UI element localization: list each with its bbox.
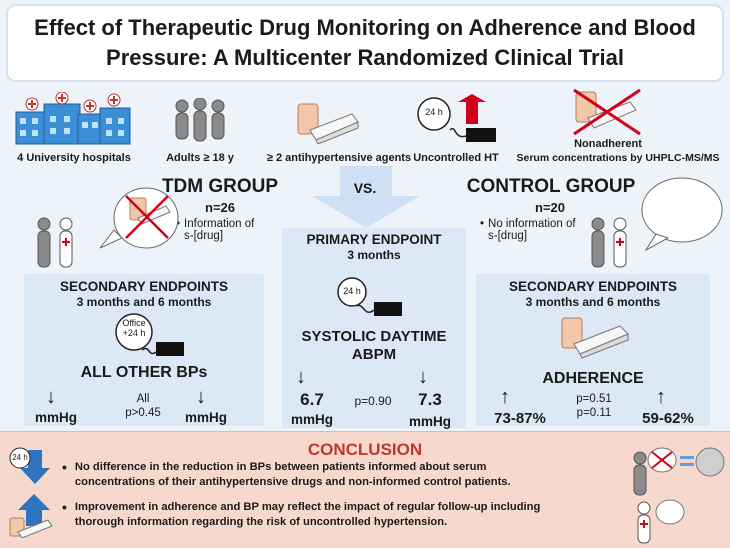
inclusion-hospitals-label: 4 University hospitals: [17, 152, 131, 164]
office-badge: Office +24 h: [114, 318, 154, 338]
tdm-measure: ALL OTHER BPs: [80, 364, 208, 381]
inclusion-nonadherent-label: Nonadherent: [574, 138, 642, 150]
bullet-glyph: •: [62, 459, 67, 475]
conclusion-panel: [0, 431, 730, 548]
conclusion-title: CONCLUSION: [307, 440, 423, 459]
inclusion-agents-label: ≥ 2 antihypertensive agents: [266, 152, 412, 164]
inclusion-uncontrolled-label: Uncontrolled HT: [413, 152, 499, 164]
crossed-pill-box-icon: [573, 88, 641, 136]
conclusion-bullet-1-line1: No difference in the reduction in BPs be…: [74, 461, 487, 473]
bp-monitor-icon: [417, 94, 496, 142]
control-value-left: 73-87%: [494, 410, 546, 427]
primary-measure-line2: ABPM: [351, 346, 397, 363]
people-icon: [175, 98, 225, 142]
conclusion-badge: 24 h: [12, 453, 28, 462]
tdm-p-values: All p>0.45: [108, 392, 178, 420]
conclusion-bullet-2-line1: Improvement in adherence and BP may refl…: [74, 501, 541, 513]
abpm-monitor-icon: [337, 277, 402, 316]
bullet-glyph: •: [176, 218, 181, 230]
control-secondary-sub: 3 months and 6 months: [525, 295, 661, 309]
title-line-2: Pressure: A Multicenter Randomized Clini…: [106, 45, 624, 70]
tdm-info-bullet: • Information of s-[drug]: [176, 218, 254, 242]
control-info-line2: s-[drug]: [488, 230, 528, 242]
bullet-glyph: •: [480, 218, 485, 230]
control-right-up-arrow: ↑: [656, 386, 666, 408]
tdm-left-down-arrow: ↓: [46, 386, 56, 408]
tdm-secondary-title: SECONDARY ENDPOINTS: [59, 279, 229, 294]
tdm-p-line2: p>0.45: [125, 407, 161, 419]
title-line-1: Effect of Therapeutic Drug Monitoring on…: [34, 15, 696, 40]
tdm-secondary-sub: 3 months and 6 months: [76, 295, 212, 309]
equal-outcome-icon: [633, 447, 725, 544]
tdm-right-down-arrow: ↓: [196, 386, 206, 408]
control-p-values: p=0.51 p=0.11: [556, 392, 632, 420]
bullet-glyph: •: [62, 499, 67, 515]
tdm-unit-left: mmHg: [34, 410, 77, 425]
conclusion-bullet-1: • No difference in the reduction in BPs …: [62, 460, 622, 490]
control-group-n: n=20: [535, 200, 565, 215]
tdm-group-n: n=26: [205, 200, 235, 215]
primary-panel: [282, 228, 466, 428]
conclusion-bullet-1-line2: concentrations of their antihypertensive…: [74, 476, 511, 488]
hospital-icon: [15, 92, 131, 145]
primary-unit-right: mmHg: [408, 414, 451, 429]
primary-right-down-arrow: ↓: [418, 366, 428, 388]
tdm-secondary-panel: [24, 274, 264, 426]
office-line1: Office: [122, 318, 146, 328]
primary-title: PRIMARY ENDPOINT: [306, 232, 442, 247]
tdm-unit-right: mmHg: [184, 410, 227, 425]
primary-measure-line1: SYSTOLIC DAYTIME: [301, 328, 447, 345]
office-monitor-icon: [115, 313, 184, 356]
control-info-line1: No information of: [488, 218, 576, 230]
tdm-p-line1: All: [136, 393, 150, 405]
conclusion-bullet-2-line2: thorough information regarding the risk …: [74, 516, 448, 528]
tdm-info-line1: Information of: [184, 218, 255, 230]
abpm-badge: 24 h: [343, 286, 361, 296]
conclusion-bullet-2: • Improvement in adherence and BP may re…: [62, 500, 622, 530]
primary-p-value: p=0.90: [354, 394, 392, 408]
bp-down-icon: [9, 447, 50, 484]
control-info-bullet: • No information of s-[drug]: [480, 218, 576, 242]
primary-sub: 3 months: [347, 248, 401, 262]
vs-label: VS.: [353, 180, 377, 196]
primary-value-left: 6.7: [300, 390, 324, 409]
adherence-up-icon: [9, 494, 53, 538]
control-p-line1: p=0.51: [576, 393, 612, 405]
control-secondary-title: SECONDARY ENDPOINTS: [508, 279, 678, 294]
office-line2: +24 h: [122, 328, 146, 338]
inclusion-adults-label: Adults ≥ 18 y: [166, 152, 234, 164]
tdm-doctor-patient-icon: [37, 187, 179, 268]
control-measure: ADHERENCE: [542, 370, 644, 387]
control-value-right: 59-62%: [642, 410, 694, 427]
primary-unit-left: mmHg: [290, 412, 333, 427]
pill-box-icon: [297, 103, 359, 144]
inclusion-serum-label: Serum concentrations by UHPLC-MS/MS: [516, 152, 720, 164]
vs-arrow-icon: [312, 166, 420, 228]
adherence-pill-box-icon: [561, 317, 629, 359]
primary-left-down-arrow: ↓: [296, 366, 306, 388]
control-group-title: CONTROL GROUP: [466, 176, 636, 197]
tdm-info-line2: s-[drug]: [184, 230, 224, 242]
control-p-line2: p=0.11: [576, 407, 612, 419]
primary-value-right: 7.3: [418, 390, 442, 409]
control-left-up-arrow: ↑: [500, 386, 510, 408]
title-box: Effect of Therapeutic Drug Monitoring on…: [6, 4, 724, 82]
control-doctor-patient-icon: [591, 177, 723, 268]
uncontrolled-badge: 24 h: [425, 107, 443, 117]
tdm-group-title: TDM GROUP: [161, 176, 279, 197]
